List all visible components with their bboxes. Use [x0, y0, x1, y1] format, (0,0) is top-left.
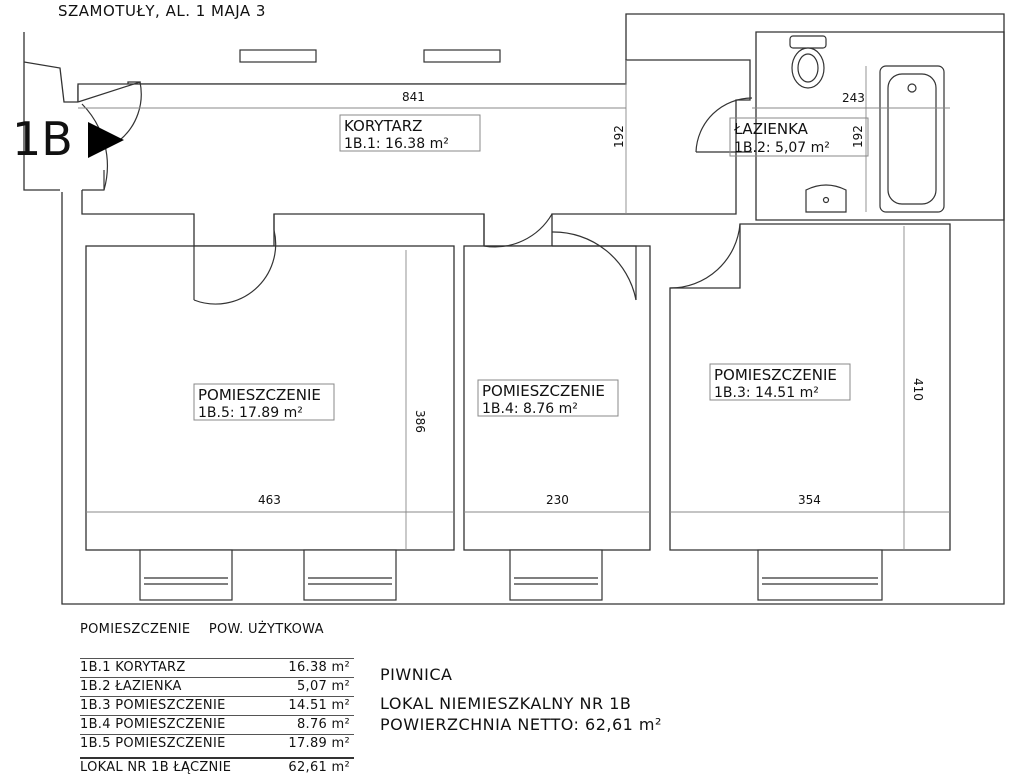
room-pom5-name: POMIESZCZENIE — [198, 386, 321, 404]
table-row: 1B.5 POMIESZCZENIE 17.89 m² — [80, 734, 354, 753]
summary-unit: LOKAL NIEMIESZKALNY NR 1B — [380, 694, 632, 713]
dim-192-corridor: 192 — [612, 125, 626, 148]
room-pom3-area: 1B.3: 14.51 m² — [714, 385, 819, 401]
dim-354: 354 — [798, 493, 821, 507]
room-pom5-area: 1B.5: 17.89 m² — [198, 405, 303, 421]
table-total-row: LOKAL NR 1B ŁĄCZNIE 62,61 m² — [80, 757, 354, 777]
table-title: POMIESZCZENIE POW. UŻYTKOWA — [80, 622, 338, 637]
row-value: 17.89 m² — [288, 736, 350, 751]
room-korytarz-name: KORYTARZ — [344, 117, 422, 135]
room-lazienka-name: ŁAZIENKA — [733, 120, 809, 138]
row-value: 14.51 m² — [288, 698, 350, 713]
row-label: 1B.1 KORYTARZ — [80, 660, 186, 675]
table-col-room: POMIESZCZENIE — [80, 622, 191, 637]
table-row: 1B.3 POMIESZCZENIE 14.51 m² — [80, 696, 354, 715]
row-value: 8.76 m² — [296, 717, 350, 732]
room-pom4-name: POMIESZCZENIE — [482, 382, 605, 400]
summary-area: POWIERZCHNIA NETTO: 62,61 m² — [380, 715, 662, 734]
dim-410: 410 — [911, 378, 925, 401]
address-header: SZAMOTUŁY, AL. 1 MAJA 3 — [58, 2, 266, 20]
table-col-area: POW. UŻYTKOWA — [208, 622, 324, 637]
row-label: 1B.3 POMIESZCZENIE — [80, 698, 226, 713]
toilet-tank — [789, 35, 827, 49]
dimension-lines — [78, 60, 950, 550]
row-label: 1B.4 POMIESZCZENIE — [80, 717, 226, 732]
door-swings — [77, 81, 753, 305]
summary: PIWNICA LOKAL NIEMIESZKALNY NR 1B POWIER… — [380, 664, 662, 735]
table-row: 1B.2 ŁAZIENKA 5,07 m² — [80, 677, 354, 696]
dim-192-bath: 192 — [851, 125, 865, 148]
total-value: 62,61 m² — [288, 760, 350, 775]
room-pom4-area: 1B.4: 8.76 m² — [482, 401, 578, 417]
row-value: 16.38 m² — [288, 660, 350, 675]
room3-outline — [669, 223, 951, 551]
rooms-table: 1B.1 KORYTARZ 16.38 m² 1B.2 ŁAZIENKA 5,07 … — [80, 658, 354, 777]
room-pom3-name: POMIESZCZENIE — [714, 366, 837, 384]
bathroom-outline — [755, 31, 1005, 221]
table-row: 1B.1 KORYTARZ 16.38 m² — [80, 658, 354, 677]
dim-230: 230 — [546, 493, 569, 507]
room-korytarz-area: 1B.1: 16.38 m² — [344, 136, 449, 152]
entrance-arrow-icon — [88, 122, 124, 158]
floor-plan: KORYTARZ 1B.1: 16.38 m² ŁAZIENKA 1B.2: 5… — [23, 13, 1005, 605]
dim-386: 386 — [413, 410, 427, 433]
room5-outline — [85, 245, 455, 551]
row-label: 1B.2 ŁAZIENKA — [80, 679, 182, 694]
row-value: 5,07 m² — [296, 679, 350, 694]
summary-piwnica: PIWNICA — [380, 665, 453, 684]
dim-463: 463 — [258, 493, 281, 507]
unit-label: 1B — [12, 112, 73, 166]
table-row: 1B.4 POMIESZCZENIE 8.76 m² — [80, 715, 354, 734]
room-lazienka-area: 1B.2: 5,07 m² — [734, 140, 830, 156]
room4-outline — [463, 245, 651, 551]
total-label: LOKAL NR 1B ŁĄCZNIE — [80, 760, 232, 775]
windows — [139, 549, 883, 601]
dim-841: 841 — [402, 90, 425, 104]
dim-243: 243 — [842, 91, 865, 105]
row-label: 1B.5 POMIESZCZENIE — [80, 736, 226, 751]
bathroom-fixtures — [789, 35, 945, 213]
